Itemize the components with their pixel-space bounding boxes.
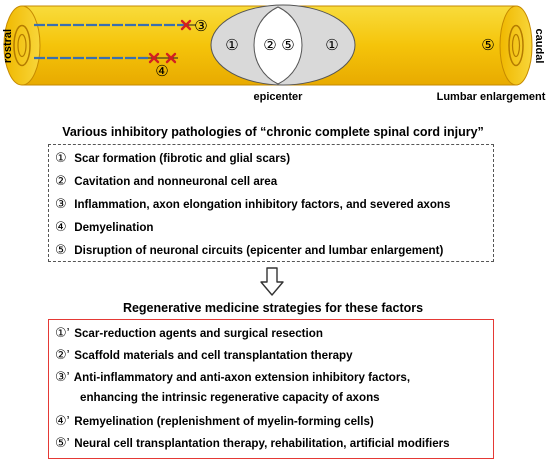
strategy-item-3: ③’ Anti-inflammatory and anti-axon exten… [55,369,410,385]
strategy-text: Scar-reduction agents and surgical resec… [74,327,323,340]
strategy-item-5: ⑤’ Neural cell transplantation therapy, … [55,435,450,451]
strategies-title: Regenerative medicine strategies for the… [122,301,424,315]
pathology-number: ⑤ [55,242,67,257]
pathology-item-3: ③ Inflammation, axon elongation inhibito… [55,196,450,212]
lesion-cavity [253,6,303,85]
strategy-text: Remyelination (replenishment of myelin-f… [74,415,374,428]
pathology-number: ② [55,173,67,188]
pathology-item-1: ① Scar formation (fibrotic and glial sca… [55,150,290,166]
marker-axon-3: ③ [194,18,207,35]
strategy-number: ②’ [55,347,70,362]
pathology-text: Demyelination [74,221,154,234]
pathology-text: Cavitation and nonneuronal cell area [74,175,278,188]
marker-scar-right: ① [325,37,338,54]
pathology-text: Inflammation, axon elongation inhibitory… [74,198,451,211]
pathologies-title: Various inhibitory pathologies of “chron… [62,125,484,139]
pathology-text: Scar formation (fibrotic and glial scars… [74,152,291,165]
epicenter-label: epicenter [254,91,304,103]
strategy-text: Scaffold materials and cell transplantat… [74,349,353,362]
axon-cut-mark-2 [148,52,160,64]
rostral-label: rostral [2,29,14,63]
marker-cavity-2: ② [263,37,276,54]
strategies-list: ①’ Scar-reduction agents and surgical re… [48,319,494,459]
strategy-item-3-continued: enhancing the intrinsic regenerative cap… [80,391,380,404]
pathology-item-4: ④ Demyelination [55,219,153,235]
pathology-item-2: ② Cavitation and nonneuronal cell area [55,173,277,189]
caudal-end-cap [499,5,533,86]
pathology-item-5: ⑤ Disruption of neuronal circuits (epice… [55,242,443,258]
down-arrow-icon [260,267,284,296]
strategy-text: Anti-inflammatory and anti-axon extensio… [73,371,411,384]
strategy-number: ⑤’ [55,435,70,450]
strategy-text: enhancing the intrinsic regenerative cap… [80,391,380,404]
rostral-end-cap [3,5,41,86]
spinal-cord-diagram: ③ ④ ① ② ⑤ ① ⑤ rostral caudal epicenter L… [2,4,546,103]
strategy-number: ④’ [55,413,70,428]
marker-demyelination-4: ④ [155,63,168,80]
strategy-item-2: ②’ Scaffold materials and cell transplan… [55,347,353,363]
pathologies-list: ① Scar formation (fibrotic and glial sca… [48,144,494,262]
strategy-item-4: ④’ Remyelination (replenishment of myeli… [55,413,374,429]
caudal-inner-ring [508,24,524,67]
axon-cut-mark-3 [165,52,177,64]
lumbar-enlargement-label: Lumbar enlargement [437,91,546,103]
pathology-number: ③ [55,196,67,211]
marker-circuit-5: ⑤ [281,37,294,54]
strategy-number: ③’ [55,369,70,384]
pathology-text: Disruption of neuronal circuits (epicent… [74,244,444,257]
rostral-inner-core [17,33,27,58]
axon-cut-mark-1 [180,19,192,31]
strategy-item-1: ①’ Scar-reduction agents and surgical re… [55,325,323,341]
strategy-text: Neural cell transplantation therapy, reh… [74,437,450,450]
strategy-number: ①’ [55,325,70,340]
caudal-label: caudal [533,29,545,64]
marker-lumbar-5: ⑤ [481,37,494,54]
marker-scar-left: ① [225,37,238,54]
pathology-number: ① [55,150,67,165]
rostral-inner-ring [13,24,31,67]
caudal-inner-core [511,33,521,58]
pathology-number: ④ [55,219,67,234]
